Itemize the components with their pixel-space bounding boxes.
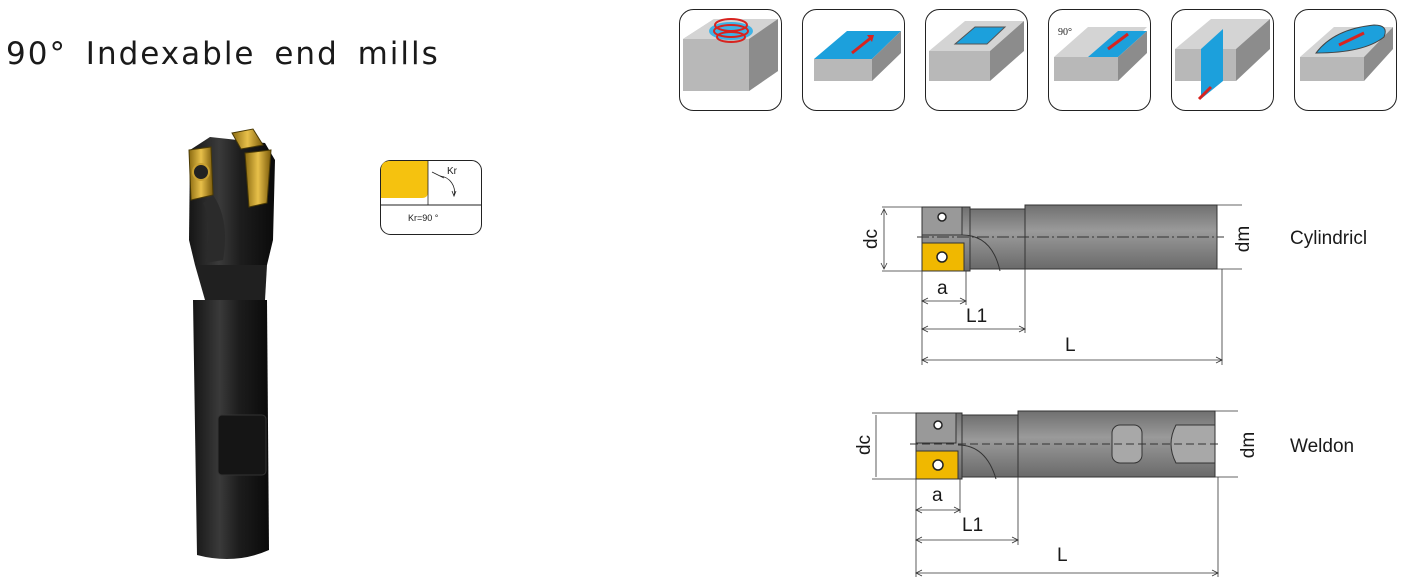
face-milling-icon: [802, 9, 905, 111]
kr-caption: Kr=90 °: [408, 213, 439, 223]
contour-milling-icon: [1294, 9, 1397, 111]
weldon-dc-label: dc: [854, 434, 876, 456]
cyl-dm-label: dm: [1233, 225, 1255, 253]
cylindrical-type-label: Cylindricl: [1290, 228, 1368, 249]
cyl-dc-label: dc: [861, 228, 883, 250]
cyl-l1-label: L1: [966, 306, 988, 327]
weldon-a-label: a: [932, 485, 943, 506]
page-title: 90° Indexable end mills: [6, 36, 440, 72]
weldon-drawing: [858, 405, 1263, 581]
shoulder-milling-icon: 90°: [1048, 9, 1151, 111]
cyl-l-label: L: [1065, 335, 1076, 356]
weldon-dm-label: dm: [1238, 431, 1260, 459]
operation-icons: 90°: [679, 9, 1399, 113]
weldon-l1-label: L1: [962, 515, 984, 536]
kr-angle-diagram: Kr Kr=90 °: [380, 160, 482, 235]
end-mill-photo: [175, 125, 295, 575]
svg-text:90°: 90°: [1058, 27, 1072, 38]
kr-insert-shape: [381, 161, 428, 198]
weldon-l-label: L: [1057, 545, 1068, 566]
cylindrical-drawing: [862, 195, 1262, 370]
weldon-type-label: Weldon: [1290, 436, 1355, 457]
helical-interpolation-icon: [679, 9, 782, 111]
slot-milling-icon: [1171, 9, 1274, 111]
pocket-milling-icon: [925, 9, 1028, 111]
kr-angle-label: Kr: [447, 166, 457, 177]
cyl-a-label: a: [937, 278, 948, 299]
